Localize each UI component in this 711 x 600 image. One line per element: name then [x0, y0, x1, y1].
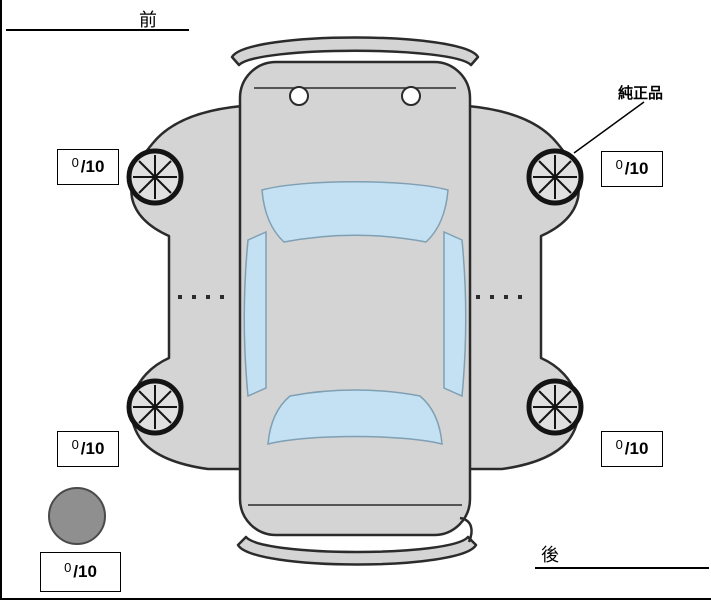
- rear-label: 後: [541, 545, 560, 565]
- hood-right-circle-icon: [401, 86, 421, 106]
- tread-max: /10: [80, 157, 105, 176]
- tread-gauge-front-right: 0/10: [601, 151, 663, 187]
- genuine-part-leader-line: [573, 101, 645, 154]
- car-body: [238, 60, 472, 537]
- tread-value: 0: [71, 436, 79, 452]
- windshield-glass: [261, 181, 449, 243]
- tread-max: /10: [624, 159, 649, 178]
- hood-left-circle-icon: [289, 86, 309, 106]
- tread-gauge-rear-left: 0/10: [57, 431, 119, 467]
- rear-right-wheel-icon: [526, 378, 584, 436]
- rear-bumper-strip: [236, 535, 478, 566]
- rear-left-wheel-icon: [126, 378, 184, 436]
- front-right-wheel-icon: [526, 148, 584, 206]
- spare-tire-icon: [48, 487, 106, 545]
- tread-value: 0: [71, 154, 79, 170]
- tread-max: /10: [73, 562, 97, 581]
- right-side-window-glass: [443, 230, 467, 398]
- tread-max: /10: [80, 439, 105, 458]
- genuine-part-label: 純正品: [618, 85, 664, 102]
- tow-hook: [459, 516, 473, 543]
- rear-window-glass: [267, 389, 443, 445]
- front-label: 前: [139, 10, 158, 30]
- tread-value: 0: [615, 156, 623, 172]
- front-bumper-strip: [230, 36, 480, 67]
- front-left-wheel-icon: [126, 148, 184, 206]
- rear-underline: [535, 567, 709, 569]
- left-side-window-glass: [243, 230, 267, 398]
- tread-value: 0: [64, 559, 72, 575]
- tread-value: 0: [615, 436, 623, 452]
- tread-gauge-rear-right: 0/10: [601, 431, 663, 467]
- tread-gauge-spare: 0/10: [40, 552, 121, 592]
- front-underline: [6, 29, 189, 31]
- tread-gauge-front-left: 0/10: [57, 149, 119, 185]
- tread-max: /10: [624, 439, 649, 458]
